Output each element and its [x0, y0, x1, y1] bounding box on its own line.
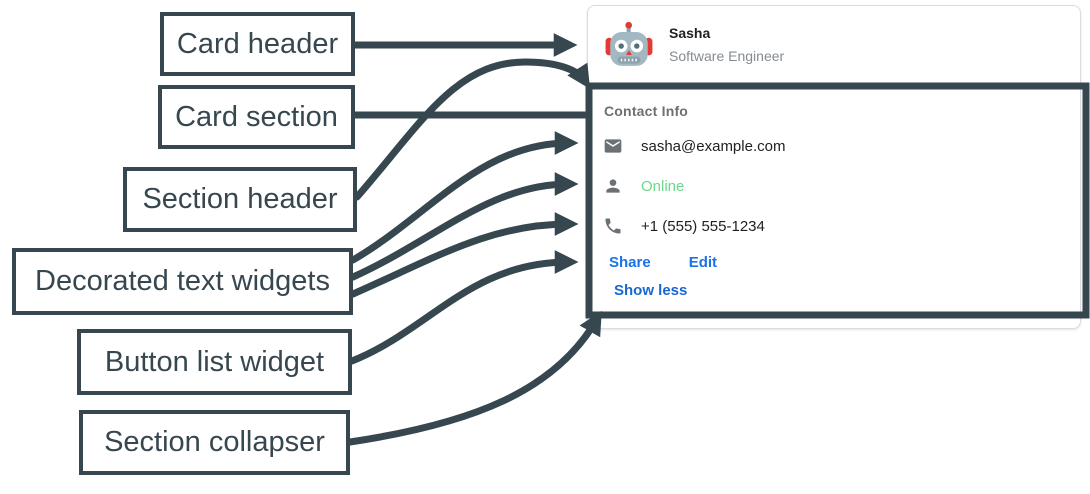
arrow-decorated-text-3 [349, 212, 579, 298]
arrow-decorated-text-2 [349, 172, 579, 281]
robot-avatar-icon [605, 21, 653, 66]
label-card-section: Card section [158, 85, 355, 149]
decorated-text-phone: +1 (555) 555-1234 [603, 216, 765, 236]
phone-icon [605, 218, 621, 234]
section-header-title: Contact Info [604, 103, 689, 119]
email-text: sasha@example.com [641, 137, 786, 155]
email-icon [604, 139, 622, 153]
edit-button[interactable]: Edit [688, 254, 718, 271]
person-subtitle: Software Engineer [669, 48, 785, 64]
phone-text: +1 (555) 555-1234 [641, 217, 765, 235]
arrow-section-header [353, 58, 591, 201]
arrow-button-list [348, 250, 579, 365]
card-header-texts: Sasha Software Engineer [669, 25, 784, 64]
label-section-collapser: Section collapser [79, 410, 350, 475]
label-card-header: Card header [160, 12, 355, 76]
card-header: Sasha Software Engineer [588, 6, 1080, 83]
arrow-section-collapser [346, 310, 602, 446]
share-button[interactable]: Share [609, 254, 651, 271]
person-icon [606, 179, 620, 193]
decorated-text-status: Online [603, 176, 684, 196]
show-less-button[interactable]: Show less [614, 282, 688, 299]
status-text: Online [641, 177, 685, 195]
button-list: Share Edit [609, 254, 717, 271]
person-name: Sasha [669, 25, 711, 41]
arrow-decorated-text-1 [349, 131, 579, 264]
label-section-header: Section header [123, 167, 357, 232]
contact-card: Sasha Software Engineer Contact Info sas… [587, 5, 1081, 329]
label-button-list-widget: Button list widget [77, 329, 352, 395]
decorated-text-email: sasha@example.com [603, 136, 785, 156]
label-decorated-text-widgets: Decorated text widgets [12, 248, 353, 315]
